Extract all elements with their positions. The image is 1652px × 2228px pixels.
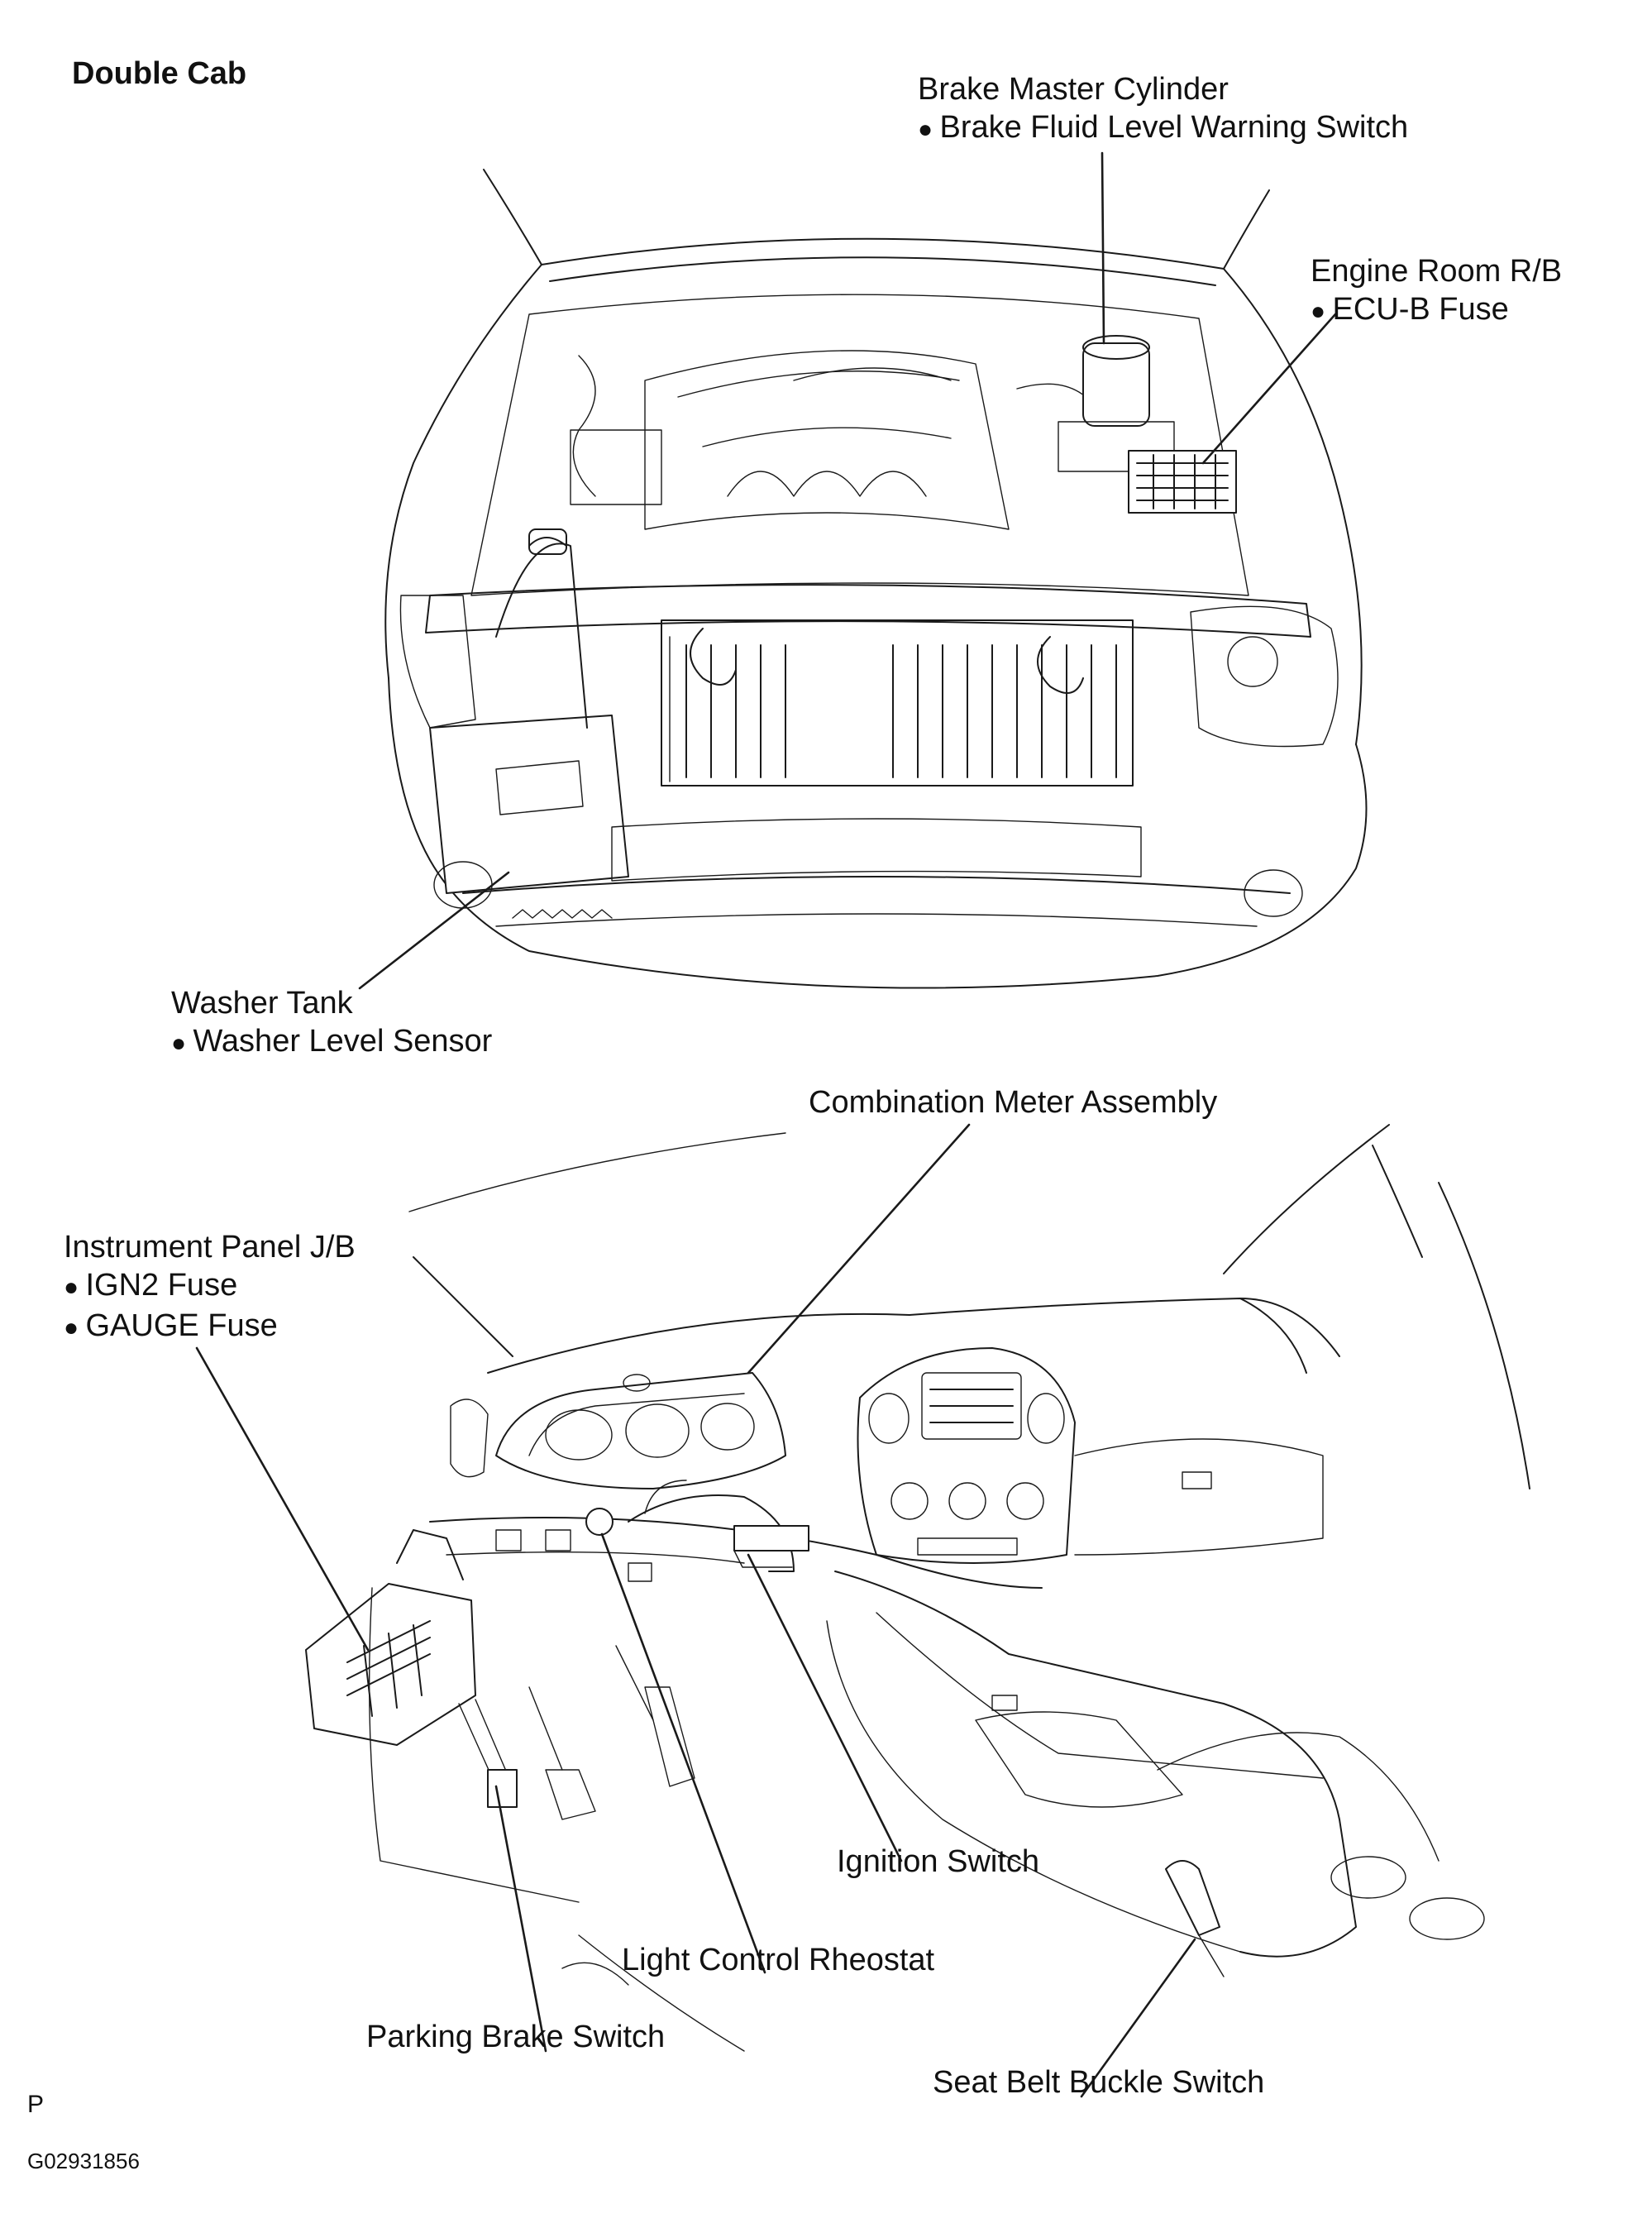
label-parking-brake-switch: Parking Brake Switch xyxy=(366,2018,665,2056)
label-name: Brake Master Cylinder xyxy=(918,72,1229,107)
label-engine-room-rb: Engine Room R/B ECU-B Fuse xyxy=(1311,252,1562,331)
label-name: Ignition Switch xyxy=(837,1844,1040,1879)
label-light-control-rheostat: Light Control Rheostat xyxy=(622,1941,934,1979)
label-name: Washer Tank xyxy=(171,986,353,1021)
footer-code: P xyxy=(27,2091,45,2118)
label-sub: Washer Level Sensor xyxy=(171,1022,492,1063)
figure-id: G02931856 xyxy=(27,2149,140,2173)
leader-parking-brake xyxy=(494,1785,547,2053)
label-name: Parking Brake Switch xyxy=(366,2020,666,2054)
label-seat-belt-buckle-switch: Seat Belt Buckle Switch xyxy=(933,2063,1264,2101)
label-name: Combination Meter Assembly xyxy=(809,1085,1218,1120)
engine-compartment-drawing xyxy=(384,169,1368,989)
label-washer-tank: Washer Tank Washer Level Sensor xyxy=(171,984,492,1063)
label-sub-ign2: IGN2 Fuse xyxy=(64,1266,356,1307)
leader-seat-belt xyxy=(1080,1938,1196,2098)
leader-washer-tank xyxy=(358,871,510,990)
label-combination-meter-assembly: Combination Meter Assembly xyxy=(809,1083,1217,1121)
label-brake-master-cylinder: Brake Master Cylinder Brake Fluid Level … xyxy=(918,70,1408,149)
label-name: Seat Belt Buckle Switch xyxy=(933,2065,1265,2100)
leader-combination-meter xyxy=(747,1123,971,1375)
leader-engine-rb xyxy=(1201,313,1337,465)
label-name: Engine Room R/B xyxy=(1311,254,1563,289)
leader-instrument-jb xyxy=(195,1346,370,1652)
label-name: Instrument Panel J/B xyxy=(64,1230,356,1265)
label-ignition-switch: Ignition Switch xyxy=(837,1843,1039,1881)
label-sub: ECU-B Fuse xyxy=(1311,290,1562,331)
label-name: Light Control Rheostat xyxy=(622,1943,935,1977)
page-title: Double Cab xyxy=(72,56,247,91)
label-sub: Brake Fluid Level Warning Switch xyxy=(918,108,1408,149)
leader-ignition-switch xyxy=(747,1553,903,1862)
interior-drawing xyxy=(305,1124,1530,2052)
leader-light-rheostat xyxy=(600,1532,766,1974)
leader-brake-master xyxy=(1101,151,1105,345)
label-instrument-panel-jb: Instrument Panel J/B IGN2 Fuse GAUGE Fus… xyxy=(64,1228,356,1347)
label-sub-gauge: GAUGE Fuse xyxy=(64,1307,356,1347)
